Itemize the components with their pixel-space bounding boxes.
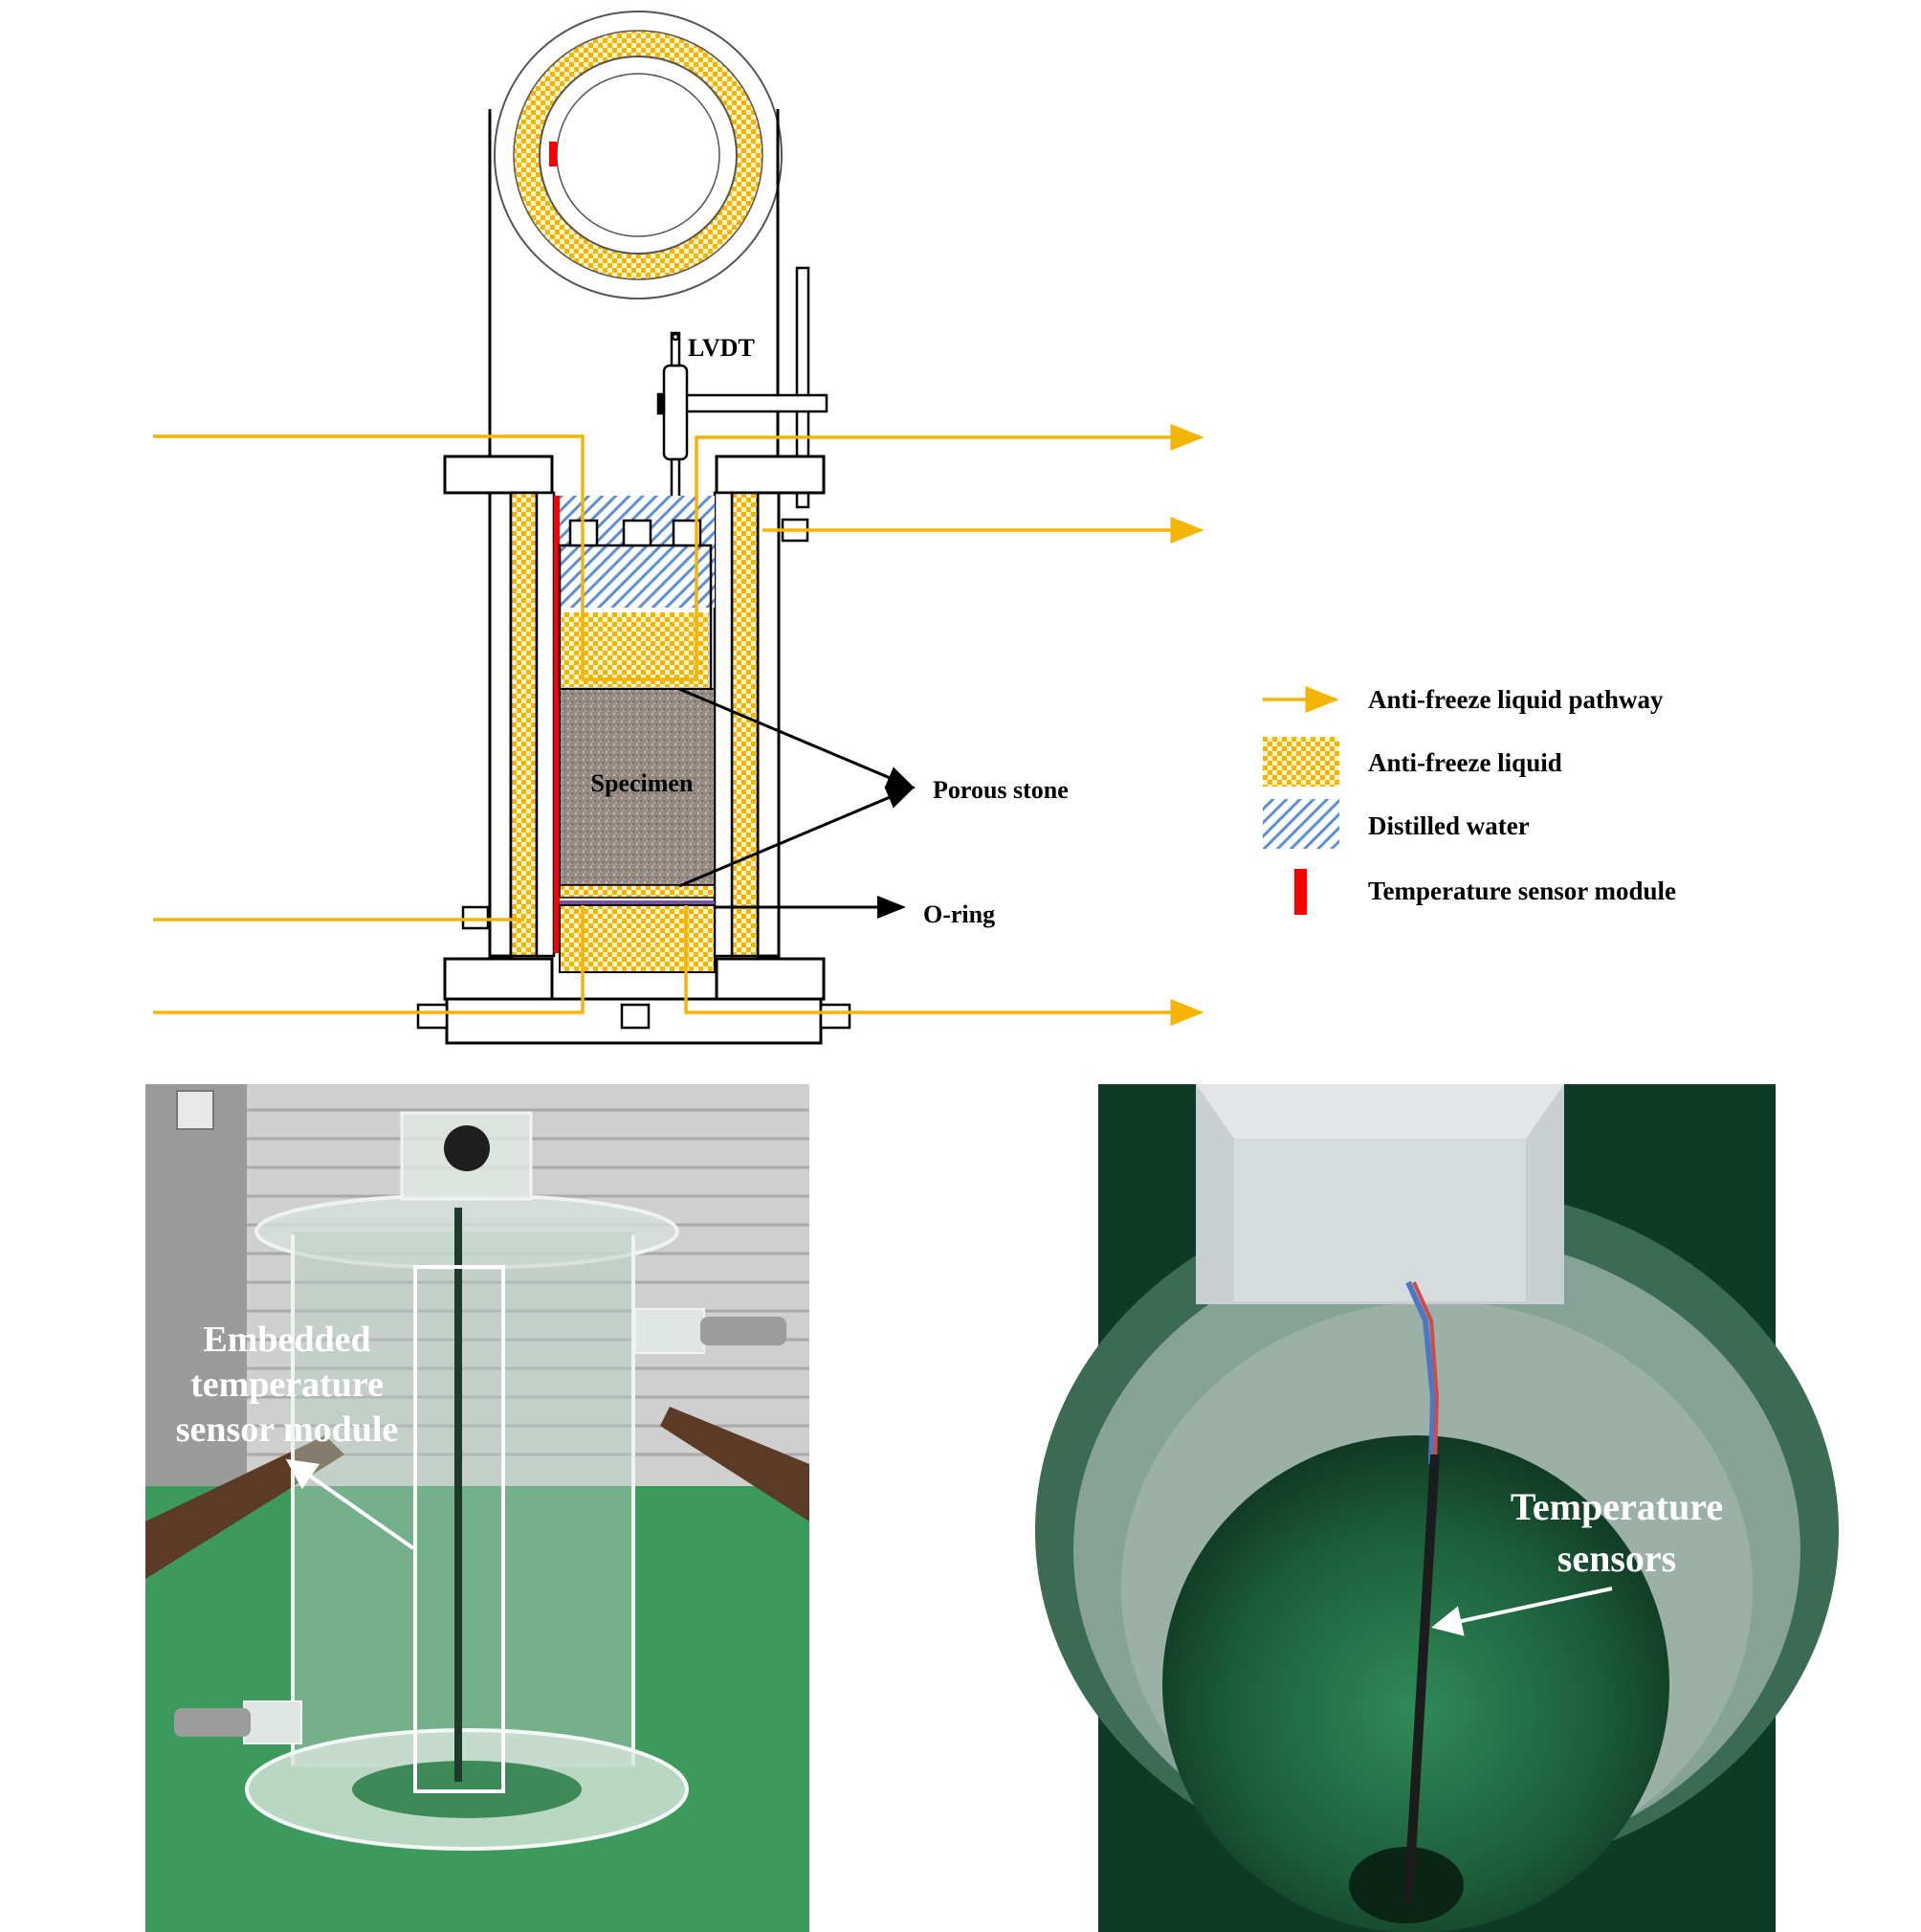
right-photo-label-line2: sensors <box>1557 1537 1676 1580</box>
legend: Anti-freeze liquid pathway Anti-freeze l… <box>1263 685 1676 915</box>
legend-swatch-liquid <box>1263 737 1339 787</box>
legend-swatch-sensor <box>1294 869 1307 915</box>
right-photo-sensor-strip <box>1403 1454 1440 1905</box>
legend-label-pathway: Anti-freeze liquid pathway <box>1368 685 1664 714</box>
specimen-label: Specimen <box>591 769 694 797</box>
o-ring-label: O-ring <box>923 900 995 928</box>
callout-lines <box>678 687 916 919</box>
left-photo: Embedded temperature sensor module <box>145 1084 809 1932</box>
left-photo-label-line1: Embedded <box>203 1320 370 1360</box>
right-photo-pointer <box>1431 1587 1613 1636</box>
distilled-water-region <box>560 496 715 608</box>
left-photo-highlight-box <box>413 1265 505 1793</box>
legend-label-water: Distilled water <box>1368 811 1530 840</box>
left-photo-sensor-strip <box>454 1208 462 1782</box>
lower-porous-stone <box>559 884 716 899</box>
right-photo-label-line1: Temperature <box>1511 1485 1723 1528</box>
upper-porous-stone <box>562 612 709 687</box>
specimen <box>559 688 716 886</box>
left-photo-label-line2: temperature <box>190 1365 384 1405</box>
right-photo: Temperature sensors <box>1035 1084 1839 1932</box>
cell-body <box>416 455 851 1045</box>
legend-swatch-water <box>1263 799 1339 849</box>
lvdt-assembly <box>656 266 828 528</box>
o-ring <box>560 900 715 905</box>
top-view-sensor <box>549 142 557 167</box>
top-view-ring <box>494 11 783 300</box>
left-photo-pointer <box>285 1458 415 1550</box>
lvdt-label: LVDT <box>688 334 755 362</box>
antifreeze-pathways <box>153 424 1204 1026</box>
legend-label-liquid: Anti-freeze liquid <box>1368 748 1562 777</box>
porous-stone-label: Porous stone <box>933 776 1069 804</box>
cell-sensor-strip <box>554 496 560 953</box>
legend-label-sensor: Temperature sensor module <box>1368 877 1676 905</box>
left-photo-label-line3: sensor module <box>176 1410 399 1450</box>
